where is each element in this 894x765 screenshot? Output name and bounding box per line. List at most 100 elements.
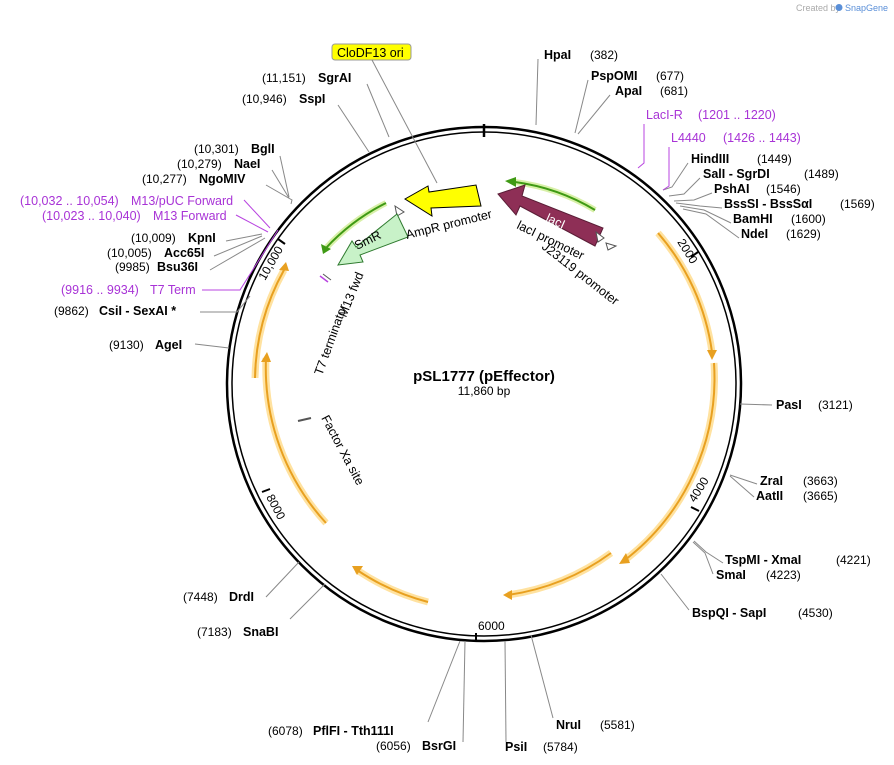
- primer-labels: LacI-R (1201 .. 1220) L4440 (1426 .. 144…: [20, 108, 801, 297]
- enzyme-pos: (6056): [376, 739, 411, 753]
- enzyme-name: DrdI: [229, 590, 254, 604]
- orf-1: [657, 232, 713, 353]
- orf-1-arrowhead: [707, 350, 717, 360]
- laci-promoter-mark: [595, 230, 605, 243]
- t7-terminator-mark: [322, 273, 332, 281]
- enzyme-labels-right: HpaI (382) PspOMI (677) ApaI (681) HindI…: [505, 48, 875, 754]
- primer-name: M13/pUC Forward: [131, 194, 233, 208]
- tick-mark-8000: [261, 488, 271, 493]
- enzyme-name: KpnI: [188, 231, 216, 245]
- enzyme-pos: (7183): [197, 625, 232, 639]
- tick-mark-4000: [690, 506, 700, 512]
- j23119-promoter-mark: [605, 242, 618, 251]
- enzyme-name: ZraI: [760, 474, 783, 488]
- primer-leaders: [202, 124, 670, 291]
- enzyme-name: SgrAI: [318, 71, 351, 85]
- enzyme-name: TspMI - XmaI: [725, 553, 801, 567]
- enzyme-name: PflFI - Tth111I: [313, 724, 394, 738]
- orf-4-arrowhead: [352, 566, 363, 575]
- enzyme-leaders-left: [194, 83, 466, 743]
- ori-annotation[interactable]: CloDF13 ori: [331, 43, 438, 184]
- enzyme-name: Bsu36I: [157, 260, 198, 274]
- enzyme-pos: (1629): [786, 227, 821, 241]
- primer-range: (10,032 .. 10,054): [20, 194, 119, 208]
- enzyme-pos: (6078): [268, 724, 303, 738]
- enzyme-pos: (382): [590, 48, 618, 62]
- enzyme-pos: (4221): [836, 553, 871, 567]
- enzyme-name: Acc65I: [164, 246, 204, 260]
- enzyme-pos: (681): [660, 84, 688, 98]
- tick-mark-2000: [690, 251, 699, 258]
- enzyme-name: SspI: [299, 92, 325, 106]
- laci-gene[interactable]: [497, 184, 604, 247]
- enzyme-pos: (1489): [804, 167, 839, 181]
- enzyme-name: NruI: [556, 718, 581, 732]
- primer-name: T7 Term: [150, 283, 196, 297]
- enzyme-name: PspOMI: [591, 69, 638, 83]
- primer-range: (1201 .. 1220): [698, 108, 776, 122]
- enzyme-name: ApaI: [615, 84, 642, 98]
- ampr-promoter-label: AmpR promoter: [404, 207, 493, 242]
- orf-2-glow: [622, 362, 718, 563]
- tick-label-6000: 6000: [478, 619, 505, 633]
- backbone: [225, 124, 743, 643]
- enzyme-name: PasI: [776, 398, 802, 412]
- enzyme-name: SnaBI: [243, 625, 278, 639]
- ampr-promoter[interactable]: [404, 184, 482, 217]
- enzyme-pos: (1600): [791, 212, 826, 226]
- tick-mark-10000: [277, 238, 286, 245]
- enzyme-labels-left: (11,151) SgrAI (10,946) SspI (10,301) Bg…: [54, 71, 456, 753]
- tick-label-8000: 8000: [263, 492, 288, 522]
- smr-orf: [325, 202, 387, 249]
- enzyme-name: AatII: [756, 489, 783, 503]
- enzyme-name: AgeI: [155, 338, 182, 352]
- orf-4-glow: [355, 567, 429, 606]
- credit-prefix: Created by: [796, 3, 841, 13]
- enzyme-pos: (10,946): [242, 92, 287, 106]
- orf-4: [356, 569, 429, 603]
- laci-orf-arrowhead: [505, 177, 516, 187]
- enzyme-name: BspQI - SapI: [692, 606, 766, 620]
- enzyme-name: PsiI: [505, 740, 527, 754]
- enzyme-pos: (11,151): [262, 71, 306, 85]
- enzyme-name: CsiI - SexAI *: [99, 304, 176, 318]
- enzyme-pos: (4530): [798, 606, 833, 620]
- enzyme-pos: (1546): [766, 182, 801, 196]
- ori-leader: [371, 59, 438, 184]
- primer-name: M13 Forward: [153, 209, 227, 223]
- enzyme-name: NdeI: [741, 227, 768, 241]
- primer-name: L4440: [671, 131, 706, 145]
- enzyme-pos: (1449): [757, 152, 792, 166]
- smr-gene[interactable]: [337, 213, 409, 266]
- enzyme-pos: (10,005): [107, 246, 152, 260]
- m13-fwd-mark: [319, 275, 329, 283]
- credit-brand: SnapGene: [845, 3, 888, 13]
- map-title: pSL1777 (pEffector): [413, 368, 555, 385]
- enzyme-pos: (5784): [543, 740, 578, 754]
- enzyme-pos: (10,277): [142, 172, 187, 186]
- orf-2-arrowhead: [619, 553, 630, 564]
- enzyme-name: SmaI: [716, 568, 746, 582]
- primer-range: (10,023 .. 10,040): [42, 209, 141, 223]
- enzyme-pos: (7448): [183, 590, 218, 604]
- enzyme-pos: (677): [656, 69, 684, 83]
- enzyme-name: BglI: [251, 142, 275, 156]
- t7-terminator-label: T7 terminator: [312, 302, 351, 377]
- enzyme-pos: (5581): [600, 718, 635, 732]
- enzyme-name: NaeI: [234, 157, 260, 171]
- smr-orf-arrowhead: [321, 244, 331, 254]
- ori-label: CloDF13 ori: [337, 46, 404, 60]
- enzyme-pos: (3663): [803, 474, 838, 488]
- enzyme-pos: (3121): [818, 398, 853, 412]
- features: lacI SmR: [297, 177, 618, 422]
- orf-5: [264, 357, 327, 524]
- map-length: 11,860 bp: [458, 384, 511, 398]
- enzyme-name: BamHI: [733, 212, 773, 226]
- factor-xa-site-label: Factor Xa site: [318, 413, 367, 488]
- orf-arcs: [251, 230, 718, 606]
- scale-ticks: 2000 4000 6000 8000 10,000: [255, 236, 712, 641]
- enzyme-name: HindIII: [691, 152, 729, 166]
- enzyme-name: HpaI: [544, 48, 571, 62]
- primer-range: (1426 .. 1443): [723, 131, 801, 145]
